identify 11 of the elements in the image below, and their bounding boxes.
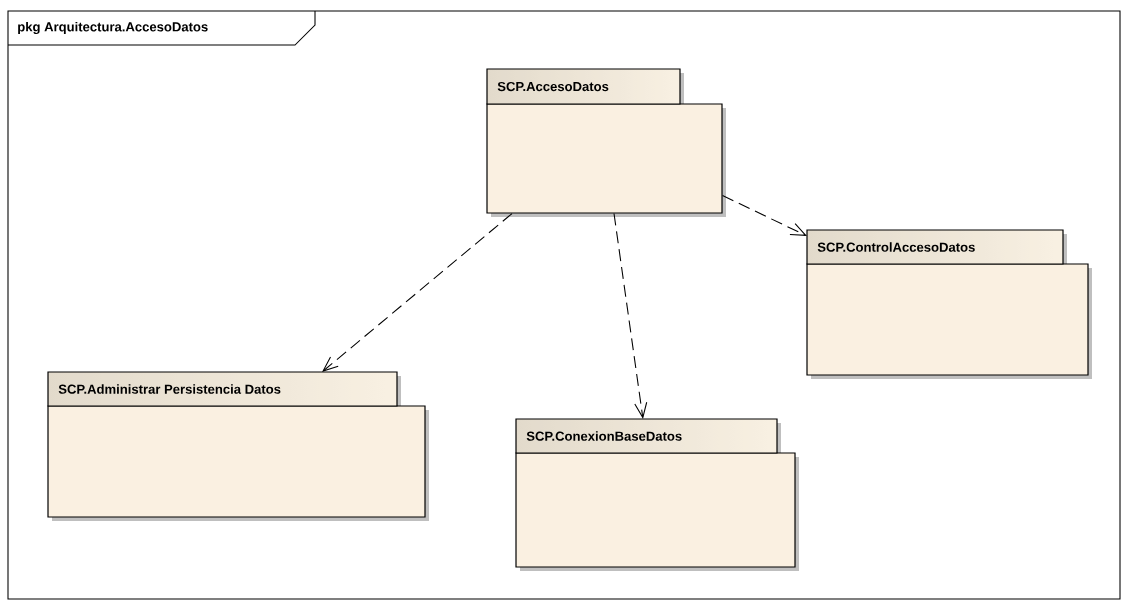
- package: SCP.ControlAccesoDatos: [806, 229, 1092, 379]
- dependency-arrow: [322, 213, 513, 372]
- package: SCP.Administrar Persistencia Datos: [47, 371, 429, 521]
- node-label: SCP.ConexionBaseDatos: [526, 431, 682, 441]
- package: SCP.AccesoDatos: [486, 68, 726, 217]
- node-label: SCP.Administrar Persistencia Datos: [58, 384, 281, 394]
- package: SCP.ConexionBaseDatos: [515, 418, 799, 571]
- node-label: SCP.AccesoDatos: [497, 81, 609, 92]
- node-label: SCP.ControlAccesoDatos: [817, 242, 975, 252]
- dependency-arrow: [722, 195, 807, 236]
- dependency-arrow: [613, 213, 648, 419]
